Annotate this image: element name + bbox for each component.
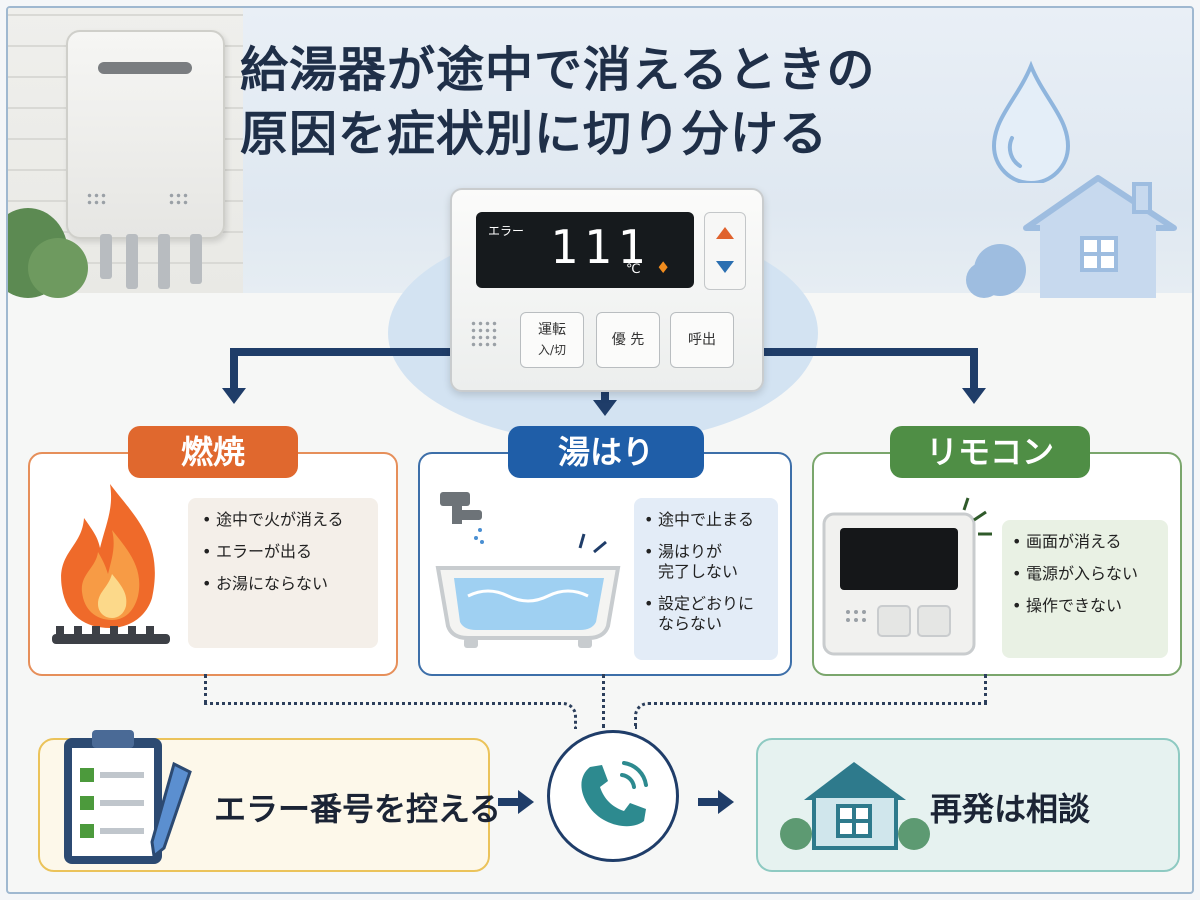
phone-icon — [581, 761, 648, 827]
list-item: 湯はりが 完了しない — [644, 542, 778, 582]
dotted-connector — [602, 674, 605, 728]
arrow-right — [698, 798, 720, 806]
call-button[interactable]: 呼出 — [670, 312, 734, 368]
arrow-right — [498, 798, 520, 806]
error-label: エラー — [488, 224, 525, 238]
infographic-frame: 給湯器が途中で消えるときの 原因を症状別に切り分ける エラー 111 ℃ ♦ — [6, 6, 1194, 894]
pipe — [126, 234, 138, 289]
speaker-icon — [470, 320, 498, 348]
connector — [230, 348, 238, 390]
tag-bath-filling: 湯はり — [508, 426, 704, 478]
pipe — [100, 234, 112, 279]
arrow-right-icon — [518, 790, 534, 814]
arrow-down-icon — [222, 388, 246, 404]
up-arrow-icon[interactable] — [716, 227, 734, 239]
arrow-right-icon — [718, 790, 734, 814]
tag-remote-control: リモコン — [890, 426, 1090, 478]
record-error-text: エラー番号を控える — [214, 790, 502, 828]
bush — [28, 238, 88, 298]
list-item: 操作できない — [1012, 596, 1168, 616]
arrow-down-icon — [593, 400, 617, 416]
bathtub-icon — [435, 492, 621, 648]
water-drop-icon — [991, 60, 1071, 183]
temperature-buttons[interactable] — [704, 212, 746, 290]
remote-control-panel: エラー 111 ℃ ♦ 運転 入/切 優 先 呼出 — [450, 188, 764, 392]
tag-combustion: 燃焼 — [128, 426, 298, 478]
pipe — [158, 234, 170, 289]
dotted-connector — [204, 674, 207, 704]
faucet-icon — [440, 492, 484, 544]
list-item: 画面が消える — [1012, 532, 1168, 552]
connector — [601, 386, 609, 402]
consult-text: 再発は相談 — [930, 790, 1091, 828]
temp-unit: ℃ — [626, 262, 641, 277]
page-title: 給湯器が途中で消えるときの 原因を症状別に切り分ける — [240, 42, 876, 162]
dotted-connector — [204, 702, 577, 729]
list-item: お湯にならない — [202, 574, 378, 594]
connector — [230, 348, 452, 356]
list-item: 途中で火が消える — [202, 510, 378, 530]
down-arrow-icon[interactable] — [716, 261, 734, 273]
pencil-icon — [150, 761, 192, 859]
list-item: 電源が入らない — [1012, 564, 1168, 584]
list-item: 設定どおりに ならない — [644, 594, 778, 634]
connector — [760, 348, 978, 356]
combustion-symptoms: 途中で火が消える エラーが出る お湯にならない — [188, 498, 378, 648]
list-item: 途中で止まる — [644, 510, 778, 530]
phone-button[interactable] — [547, 730, 679, 862]
power-button[interactable]: 運転 入/切 — [520, 312, 584, 368]
dotted-connector — [634, 702, 987, 729]
house-icon — [780, 762, 930, 850]
bath-filling-symptoms: 途中で止まる 湯はりが 完了しない 設定どおりに ならない — [634, 498, 778, 660]
flame-icon — [52, 484, 170, 644]
arrow-down-icon — [962, 388, 986, 404]
remote-symptoms: 画面が消える 電源が入らない 操作できない — [1002, 520, 1168, 658]
dotted-connector — [984, 674, 987, 704]
house-icon — [966, 175, 1177, 298]
clipboard-icon — [64, 730, 192, 864]
flame-icon: ♦ — [656, 258, 671, 277]
list-item: エラーが出る — [202, 542, 378, 562]
pipe — [190, 234, 202, 284]
error-display: エラー 111 ℃ ♦ — [476, 212, 694, 288]
water-heater-icon — [66, 30, 225, 239]
error-code: 111 — [550, 220, 652, 274]
connector — [970, 348, 978, 390]
remote-control-icon — [822, 497, 992, 656]
priority-button[interactable]: 優 先 — [596, 312, 660, 368]
